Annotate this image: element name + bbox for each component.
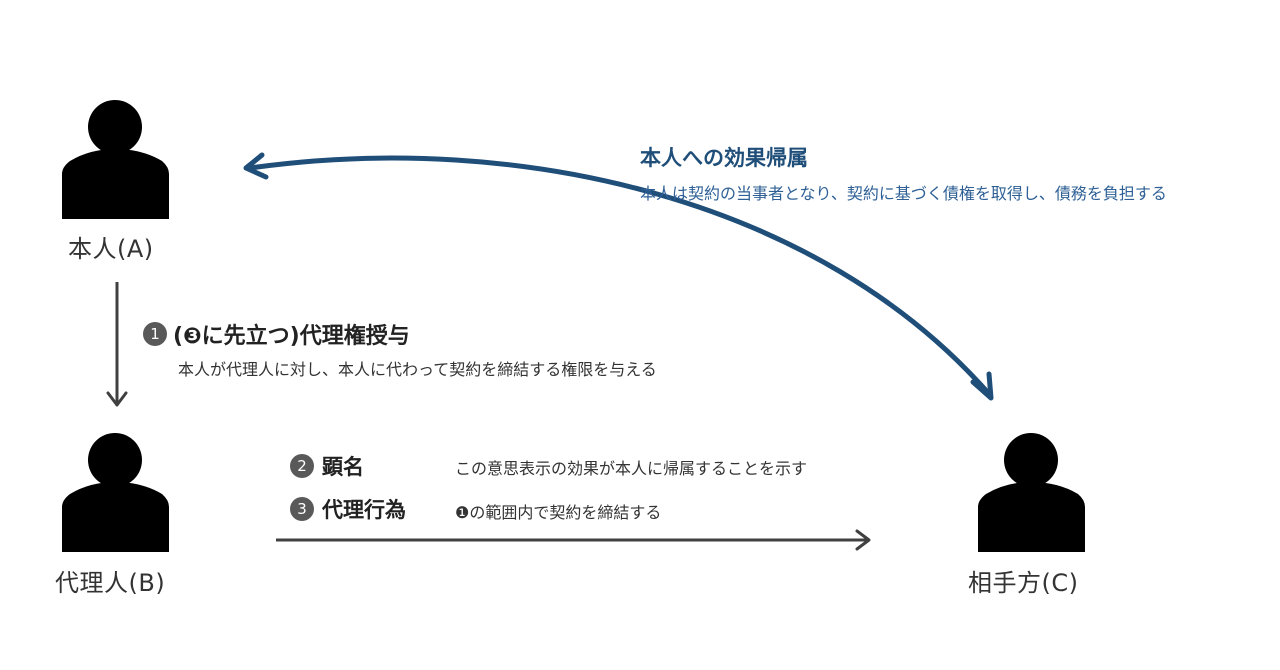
step-number-badge: 3: [290, 497, 314, 521]
effect-title: 本人への効果帰属: [640, 146, 808, 170]
agent-person: [62, 432, 172, 552]
step-title: 代理行為: [322, 498, 406, 522]
effect-attribution-arrow: [247, 155, 993, 398]
principal-label: 本人(A): [68, 235, 154, 263]
counterparty-person: [978, 432, 1088, 552]
effect-description: 本人は契約の当事者となり、契約に基づく債権を取得し、債務を負担する: [640, 184, 1167, 203]
step-title: (❸に先立つ)代理権授与: [173, 324, 410, 349]
counterparty-label: 相手方(C): [968, 569, 1079, 597]
arrowhead-to-counterparty: [970, 371, 994, 401]
arrowhead-down: [106, 391, 128, 407]
step-1: 1(❸に先立つ)代理権授与: [143, 318, 410, 350]
person-icon: [62, 100, 169, 219]
step-number-badge: 1: [143, 322, 167, 346]
step-3-description: ❶の範囲内で契約を締結する: [455, 503, 662, 522]
arrowhead-to-principal: [243, 152, 269, 180]
arrowhead-right: [855, 529, 871, 551]
step-1-description: 本人が代理人に対し、本人に代わって契約を締結する権限を与える: [178, 360, 657, 379]
principal-person: [62, 99, 172, 219]
step-3: 3 代理行為: [290, 494, 406, 524]
step-2: 2 顕名: [290, 451, 364, 481]
person-icon: [978, 433, 1085, 552]
step-title: 顕名: [322, 455, 364, 479]
person-icon: [62, 433, 169, 552]
step-2-description: この意思表示の効果が本人に帰属することを示す: [455, 459, 808, 478]
agent-label: 代理人(B): [55, 569, 166, 597]
step-number-badge: 2: [290, 454, 314, 478]
